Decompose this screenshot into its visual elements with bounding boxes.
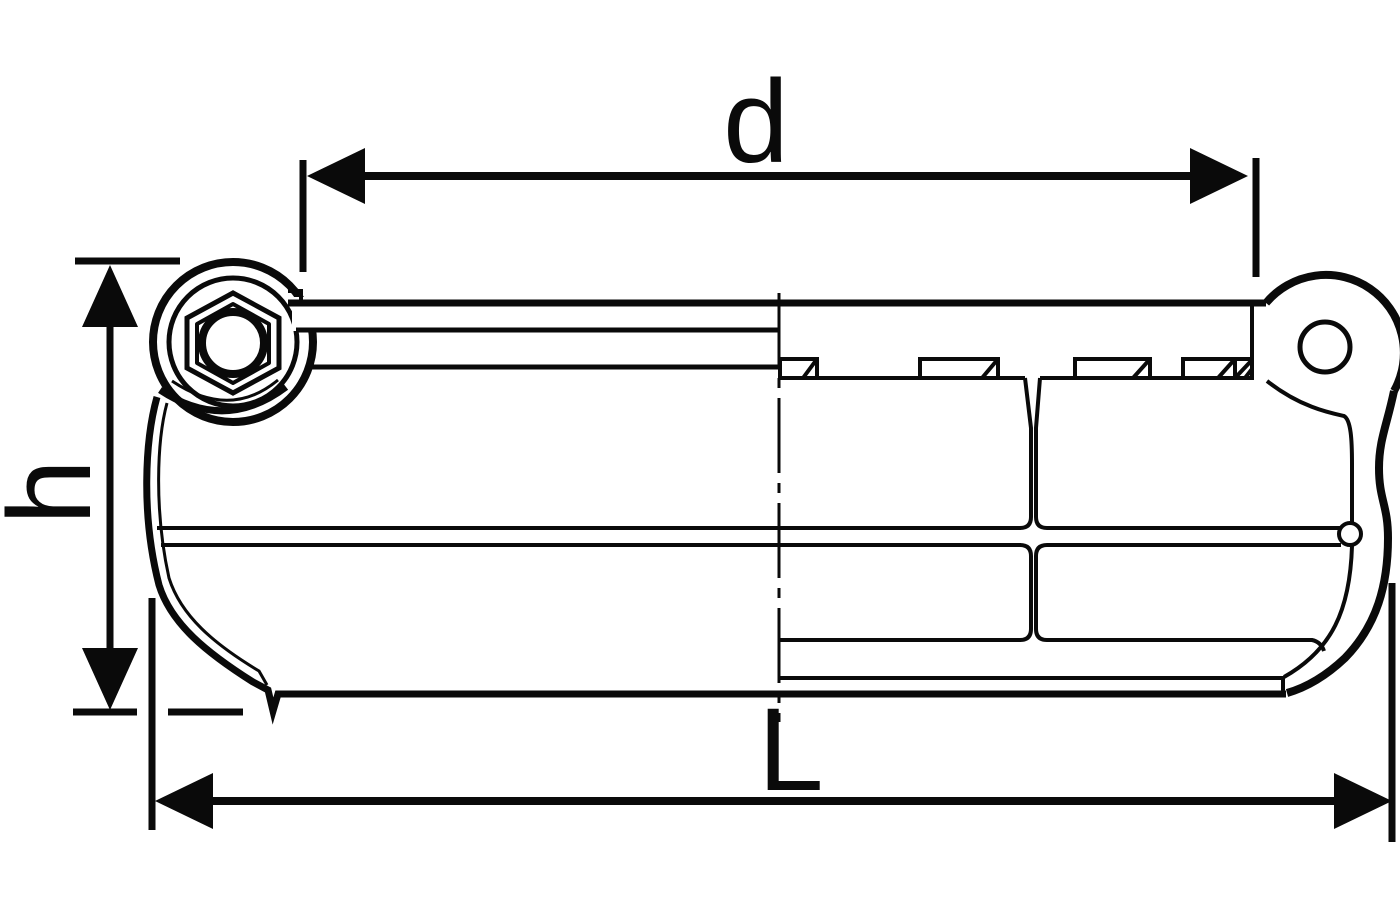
bolt-shank <box>198 308 268 378</box>
sleeve-split <box>1019 377 1048 642</box>
lug-hole <box>1297 319 1353 375</box>
right-lug <box>1262 271 1400 697</box>
shell-inner-right <box>1283 545 1354 679</box>
hex-nut <box>184 290 282 396</box>
weld-nib <box>1337 521 1363 547</box>
dimension-h: h <box>0 257 243 716</box>
clamp-band-loop <box>149 258 317 426</box>
band-end-curl-outer <box>158 384 289 415</box>
d-arrow-right <box>1190 148 1248 204</box>
dimension-L-label: L <box>758 684 824 816</box>
body-outline-left-bottom <box>143 396 1286 725</box>
L-arrow-left <box>155 773 213 829</box>
hatch-blocks <box>778 357 1254 380</box>
coupling-body <box>143 289 1341 725</box>
L-arrow-right <box>1334 773 1392 829</box>
dimension-d: d <box>299 56 1260 277</box>
hex-nut-chamfer <box>195 302 271 385</box>
d-arrow-left <box>307 148 365 204</box>
body-outline-right <box>1285 390 1398 697</box>
clamp-band-loop-inner <box>166 275 300 409</box>
sleeve-bottom-line-2 <box>1047 638 1326 652</box>
dimension-h-label: h <box>0 459 116 525</box>
body-wall-inner-left <box>157 402 269 686</box>
bolt-assembly <box>149 258 318 426</box>
band-left-step <box>288 289 303 303</box>
h-arrow-down <box>82 648 138 710</box>
lug-outline <box>1262 271 1400 393</box>
h-arrow-up <box>82 265 138 327</box>
band-end-curl-inner <box>171 378 279 402</box>
dimension-d-label: d <box>723 56 789 188</box>
dimension-L: L <box>148 583 1396 842</box>
lug-neck-inner <box>1265 379 1354 522</box>
shell-bottom-inner <box>779 676 1285 694</box>
